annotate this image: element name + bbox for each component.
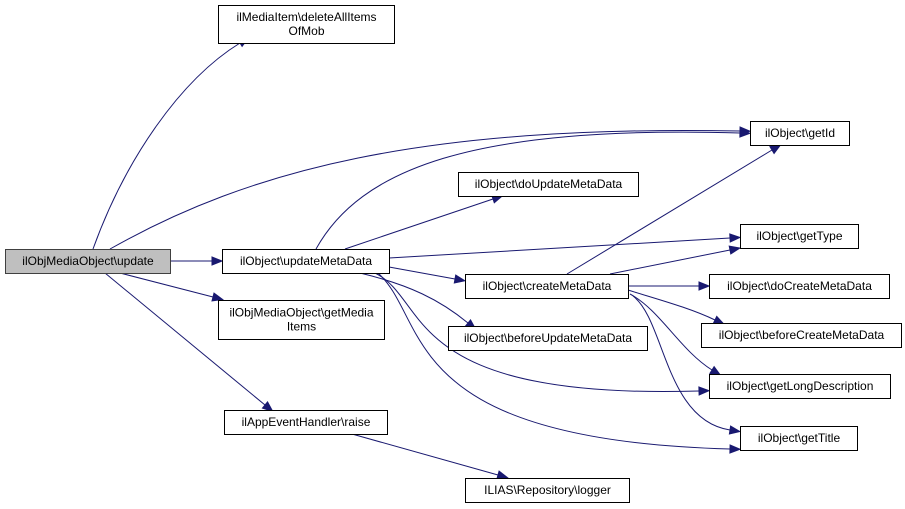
arrowhead-icon: [729, 444, 742, 454]
node-box[interactable]: [740, 224, 859, 249]
edge-line: [344, 198, 494, 250]
arrowhead-icon: [453, 274, 467, 284]
node-createMeta[interactable]: ilObject\createMetaData: [465, 274, 629, 299]
edge-line: [92, 42, 241, 250]
node-box[interactable]: [465, 478, 630, 503]
node-box[interactable]: [709, 374, 891, 399]
edge-createMeta-to-getType: [609, 245, 742, 275]
node-getTitle[interactable]: ilObject\getTitle: [740, 426, 858, 451]
edge-line: [315, 131, 741, 250]
edge-line: [374, 272, 700, 393]
edge-line: [119, 272, 214, 298]
node-label: ilObject\beforeCreateMetaData: [719, 328, 885, 342]
node-getId[interactable]: ilObject\getId: [750, 121, 850, 146]
node-box[interactable]: [740, 426, 858, 451]
edge-createMeta-to-getId: [566, 144, 782, 275]
node-box[interactable]: [222, 249, 390, 274]
edge-root-to-deleteAll: [92, 37, 250, 250]
edge-updateMeta-to-getTitle: [377, 272, 742, 454]
edge-line: [109, 130, 741, 250]
edge-createMeta-to-getTitle: [632, 295, 742, 435]
node-box[interactable]: [750, 121, 850, 146]
node-getLongDesc[interactable]: ilObject\getLongDescription: [709, 374, 891, 399]
arrowhead-icon: [728, 245, 742, 255]
edge-root-to-getId: [109, 126, 752, 250]
node-updateMeta[interactable]: ilObject\updateMetaData: [222, 249, 390, 274]
node-label: Items: [287, 320, 316, 334]
node-label: ilObjMediaObject\getMedia: [229, 306, 373, 320]
node-beforeCreateMeta[interactable]: ilObject\beforeCreateMetaData: [701, 323, 902, 348]
node-box[interactable]: [465, 274, 629, 299]
node-label: ilObject\doCreateMetaData: [727, 279, 872, 293]
node-getType[interactable]: ilObject\getType: [740, 224, 859, 249]
node-root[interactable]: ilObjMediaObject\update: [5, 249, 171, 274]
node-logger[interactable]: ILIAS\Repository\logger: [465, 478, 630, 503]
node-box[interactable]: [701, 323, 902, 348]
edge-updateMeta-to-doUpdateMeta: [344, 194, 504, 250]
arrowhead-icon: [211, 256, 224, 266]
edge-line: [388, 237, 731, 259]
edges-layer: [92, 37, 782, 480]
edge-updateMeta-to-getType: [388, 233, 742, 259]
node-label: ilObject\getType: [756, 229, 842, 243]
node-label: ilAppEventHandler\raise: [242, 415, 371, 429]
edge-line: [351, 433, 499, 476]
arrowhead-icon: [739, 128, 752, 138]
edge-updateMeta-to-getId: [315, 128, 752, 250]
node-box[interactable]: [458, 172, 639, 197]
node-box[interactable]: [448, 326, 648, 351]
arrowhead-icon: [709, 365, 722, 377]
node-beforeUpdateMeta[interactable]: ilObject\beforeUpdateMetaData: [448, 326, 648, 351]
edge-updateMeta-to-createMeta: [388, 266, 467, 284]
edge-root-to-updateMeta: [170, 256, 224, 266]
node-box[interactable]: [224, 410, 388, 435]
node-label: ILIAS\Repository\logger: [484, 483, 611, 497]
node-doCreateMeta[interactable]: ilObject\doCreateMetaData: [709, 274, 890, 299]
edge-line: [632, 295, 731, 431]
arrowhead-icon: [261, 401, 274, 413]
arrowhead-icon: [698, 386, 711, 396]
edge-line: [359, 272, 469, 324]
node-label: ilMediaItem\deleteAllItems: [236, 10, 376, 24]
arrowhead-icon: [769, 144, 782, 155]
node-box[interactable]: [218, 5, 395, 44]
node-doUpdateMeta[interactable]: ilObject\doUpdateMetaData: [458, 172, 639, 197]
node-label: ilObject\createMetaData: [483, 279, 612, 293]
edge-line: [388, 266, 456, 280]
edge-root-to-raise: [104, 272, 274, 413]
edge-root-to-getMediaItems: [119, 272, 224, 302]
edge-line: [609, 249, 731, 275]
node-label: ilObject\getId: [765, 126, 835, 140]
node-label: ilObject\doUpdateMetaData: [475, 177, 623, 191]
node-label: OfMob: [288, 24, 324, 38]
edge-createMeta-to-doCreateMeta: [628, 281, 711, 291]
node-label: ilObject\getTitle: [758, 431, 841, 445]
edge-line: [627, 289, 716, 321]
node-box[interactable]: [5, 249, 171, 274]
edge-raise-to-logger: [351, 433, 509, 480]
edge-line: [377, 272, 731, 450]
edge-line: [104, 272, 266, 406]
arrowhead-icon: [728, 425, 742, 435]
node-box[interactable]: [218, 300, 385, 340]
node-raise[interactable]: ilAppEventHandler\raise: [224, 410, 388, 435]
arrowhead-icon: [729, 233, 742, 243]
arrowhead-icon: [496, 470, 509, 480]
node-label: ilObject\updateMetaData: [240, 254, 372, 268]
edge-line: [629, 293, 713, 371]
arrowhead-icon: [698, 281, 711, 291]
node-label: ilObject\beforeUpdateMetaData: [464, 331, 632, 345]
node-box[interactable]: [709, 274, 890, 299]
edge-line: [566, 149, 773, 275]
nodes-layer: ilObjMediaObject\update ilMediaItem\delet…: [5, 5, 902, 503]
edge-updateMeta-to-getLongDesc: [374, 272, 711, 396]
node-label: ilObject\getLongDescription: [727, 379, 874, 393]
node-label: ilObjMediaObject\update: [22, 254, 154, 268]
arrowhead-icon: [211, 292, 224, 302]
